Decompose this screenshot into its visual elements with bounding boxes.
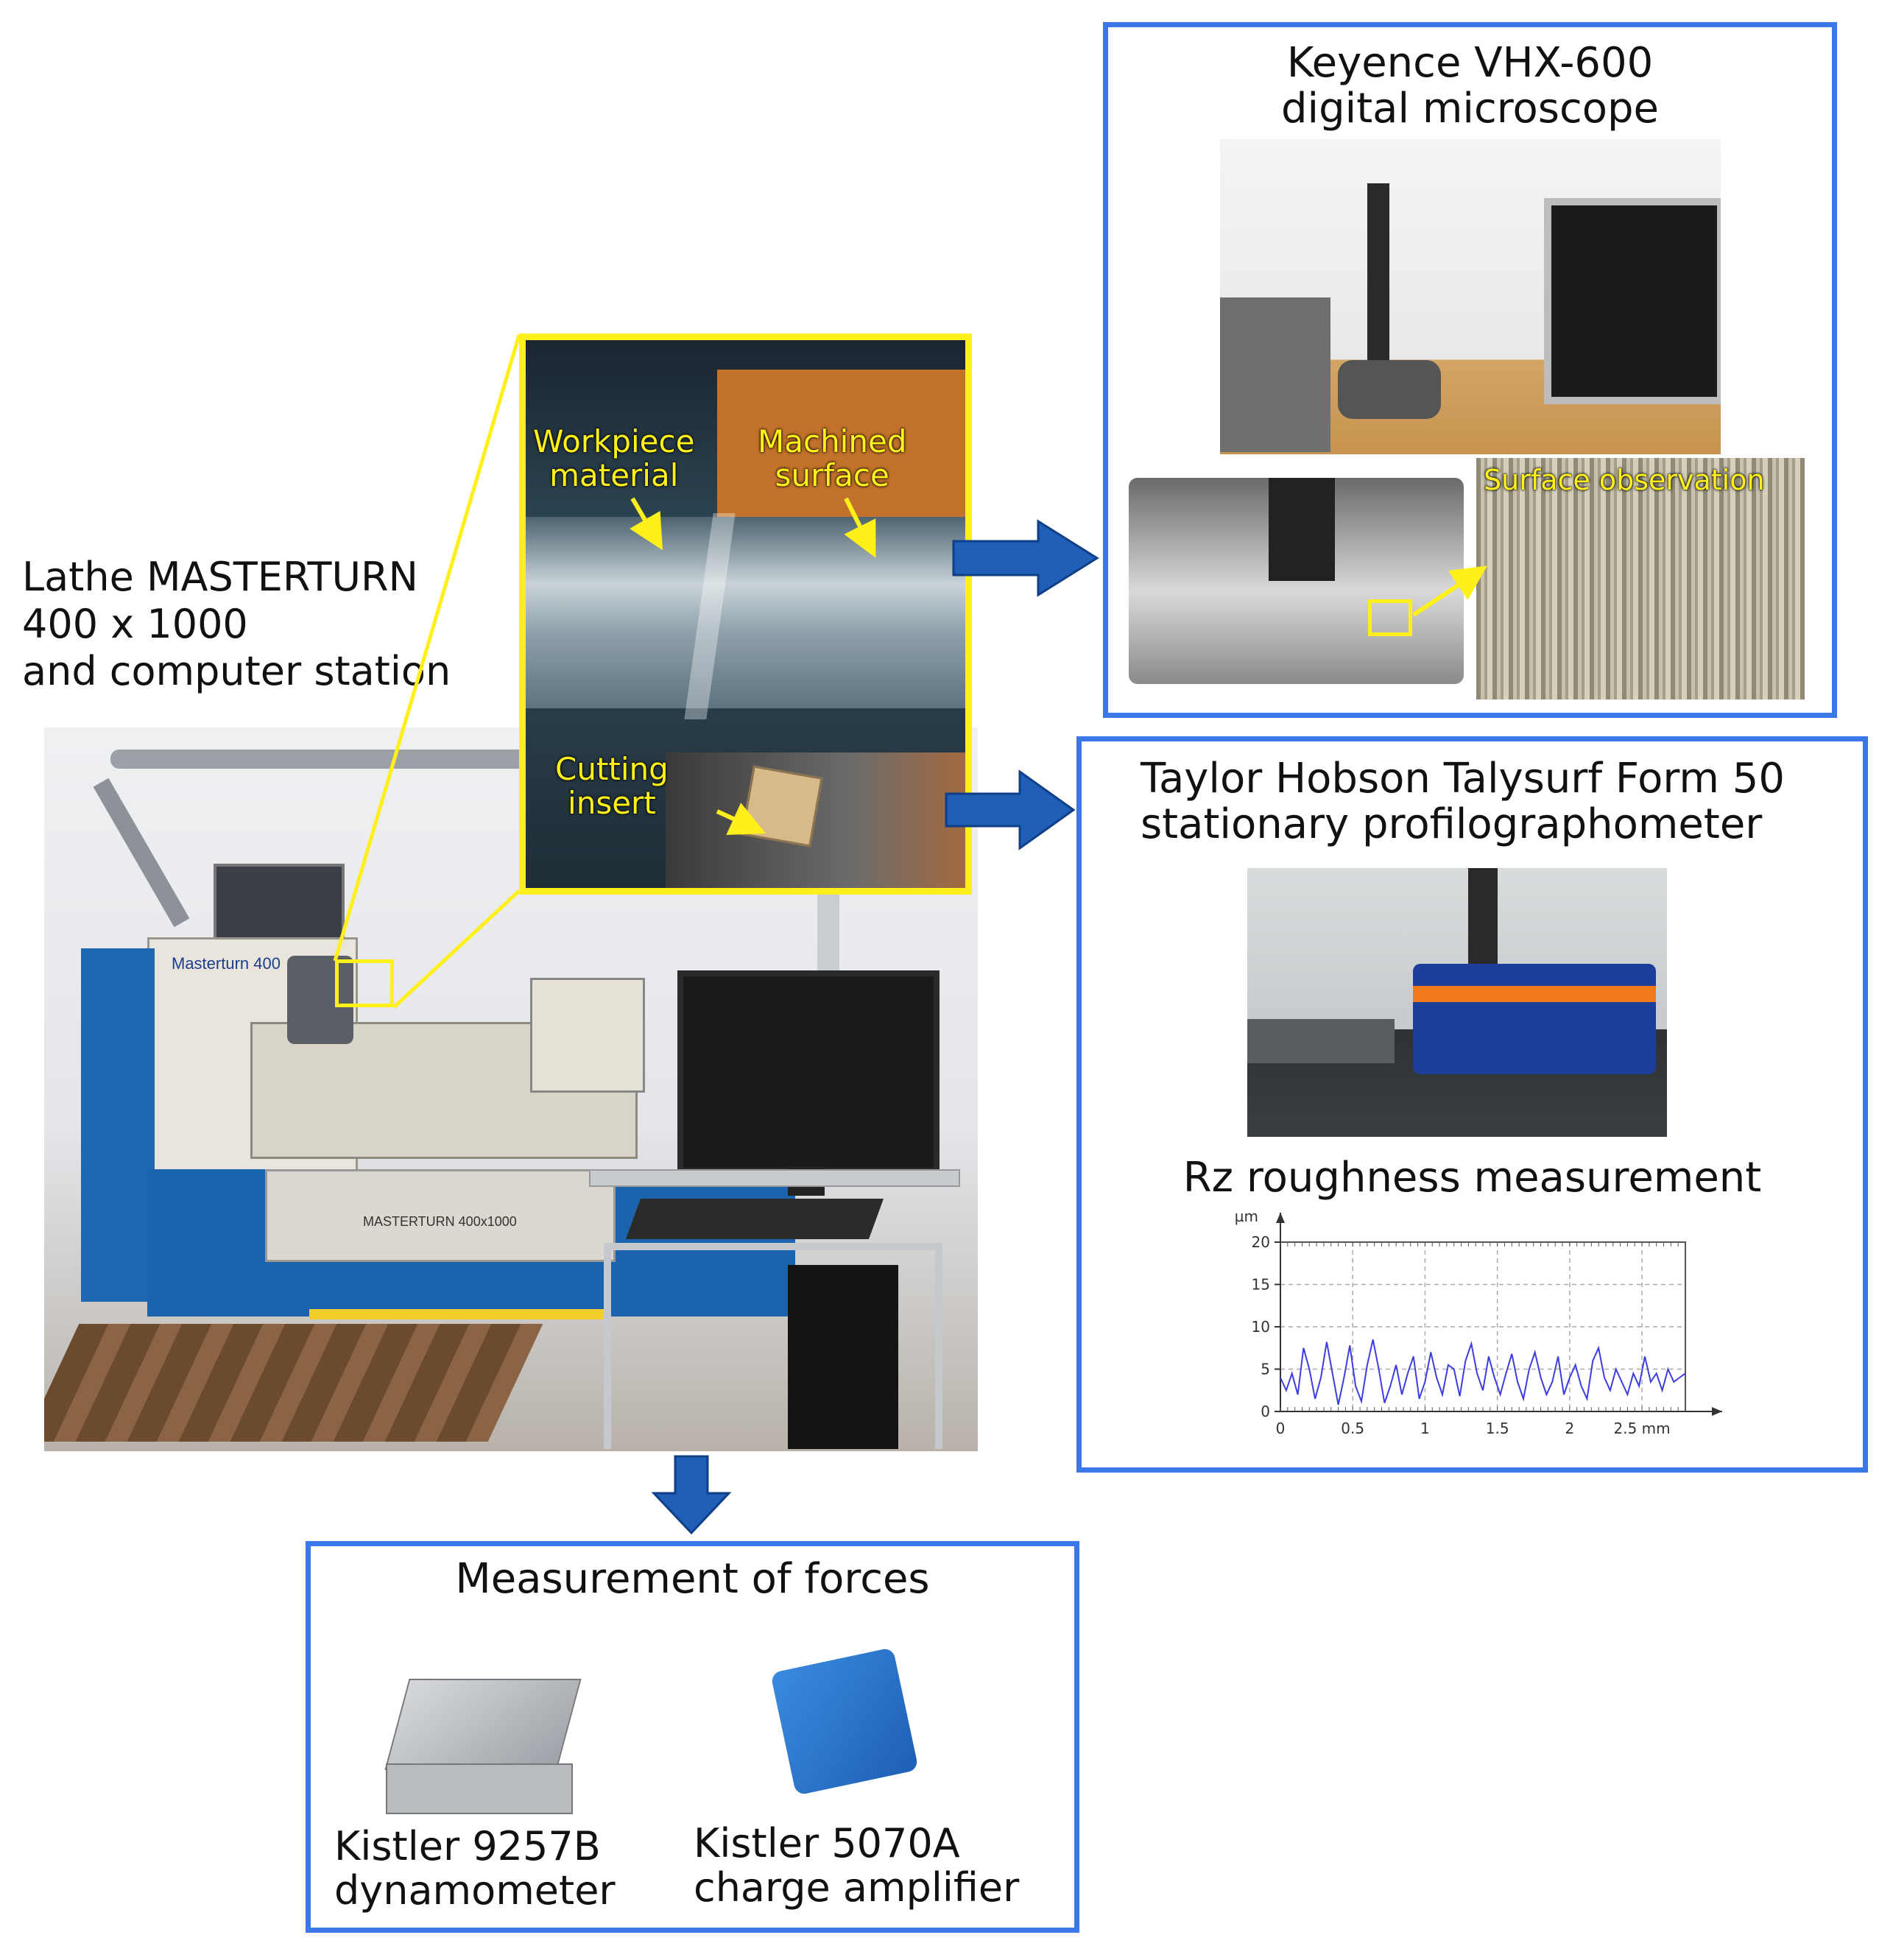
sample-photo — [1129, 478, 1464, 684]
microscope-box: Keyence VHX-600 digital microscope Surfa… — [1103, 22, 1837, 718]
profilometer-title-line-2: stationary profilographometer — [1141, 800, 1763, 848]
profilometer-subtitle: Rz roughness measurement — [1182, 1154, 1762, 1202]
microscope-monitor — [1544, 198, 1721, 404]
y-axis-label: µm — [1235, 1208, 1258, 1225]
lathe-bed-plate: MASTERTURN 400x1000 — [363, 1214, 517, 1229]
dynamometer-photo — [378, 1664, 585, 1819]
microscope-stand — [1367, 183, 1389, 360]
lathe-label-line-1: Lathe MASTERTURN — [22, 554, 418, 600]
roughness-chart: 0 0.5 1 1.5 2 2.5 mm 0 5 10 15 20 µm — [1235, 1208, 1722, 1437]
profilometer-head — [1413, 964, 1656, 1074]
machined-pointer — [844, 497, 876, 558]
microscope-title-line-1: Keyence VHX-600 — [1286, 39, 1654, 87]
insert-label-line-1: Cutting — [555, 751, 669, 787]
sample-highlight — [1368, 599, 1412, 636]
insert-label: Cutting insert — [555, 752, 669, 820]
amplifier-photo — [767, 1640, 937, 1795]
chart-plot: 0 0.5 1 1.5 2 2.5 mm 0 5 10 15 20 µm — [1235, 1208, 1722, 1437]
workpiece-label: Workpiece material — [533, 425, 694, 493]
machined-label: Machined surface — [758, 425, 906, 493]
workpiece-pointer — [630, 497, 663, 551]
observation-pointer-line — [1412, 565, 1487, 617]
microscope-title: Keyence VHX-600 digital microscope — [1108, 40, 1832, 132]
profilometer-box: Taylor Hobson Talysurf Form 50 stationar… — [1076, 736, 1868, 1473]
microscope-title-line-2: digital microscope — [1280, 85, 1660, 133]
lathe-plate: Masterturn 400 — [172, 954, 281, 973]
zoom-photo: Workpiece material Machined surface Cutt… — [519, 334, 972, 895]
lathe-chuck — [287, 956, 353, 1044]
x-tick-label: 2.5 mm — [1614, 1420, 1671, 1437]
lathe-label-line-2: 400 x 1000 — [22, 601, 248, 647]
y-tick-label: 0 — [1261, 1403, 1270, 1420]
lathe-bed-front: MASTERTURN 400x1000 — [265, 1169, 616, 1262]
feed-rod — [309, 1309, 604, 1319]
zoom-source-highlight — [335, 959, 394, 1007]
overhead-pipe — [110, 750, 567, 769]
lathe-label-line-3: and computer station — [22, 648, 451, 694]
y-tick-label: 20 — [1252, 1233, 1270, 1251]
desk-frame — [604, 1243, 942, 1449]
x-tick-label: 2 — [1565, 1420, 1574, 1437]
lathe-label: Lathe MASTERTURN 400 x 1000 and computer… — [22, 554, 451, 695]
observation-pointer — [1412, 565, 1487, 617]
dynamometer-label: Kistler 9257B dynamometer — [334, 1825, 616, 1913]
x-tick-label: 0.5 — [1341, 1420, 1364, 1437]
profilometer-stage — [1247, 1019, 1395, 1063]
arrow-to-profilometer — [945, 769, 1076, 850]
workpiece-label-line-1: Workpiece — [533, 423, 695, 459]
y-tick-label: 10 — [1252, 1318, 1270, 1336]
y-tick-label: 5 — [1261, 1361, 1270, 1378]
profilometer-photo — [1247, 868, 1667, 1137]
machined-label-line-2: surface — [775, 457, 889, 493]
dynamometer-label-line-1: Kistler 9257B — [334, 1823, 601, 1869]
y-tick-label: 15 — [1252, 1276, 1270, 1294]
callout-line-bottom — [392, 889, 521, 1009]
profilometer-title-line-1: Taylor Hobson Talysurf Form 50 — [1141, 755, 1785, 803]
machined-label-line-1: Machined — [758, 423, 907, 459]
tool-holder — [666, 752, 965, 888]
amplifier-body — [770, 1647, 919, 1795]
workpiece-cylinder — [526, 517, 965, 708]
dynamometer-top — [384, 1679, 582, 1770]
x-tick-label: 1 — [1420, 1420, 1430, 1437]
profilometer-title: Taylor Hobson Talysurf Form 50 stationar… — [1141, 756, 1785, 847]
computer-desk — [589, 1169, 960, 1187]
x-tick-label: 0 — [1276, 1420, 1286, 1437]
arrow-to-microscope — [952, 519, 1099, 597]
lathe-blue-body — [81, 948, 155, 1302]
monitor — [677, 970, 940, 1174]
tailstock — [530, 978, 645, 1093]
y-axis-arrow — [1276, 1213, 1285, 1223]
roughness-profile-line — [1280, 1339, 1686, 1406]
profilometer-orange-band — [1413, 986, 1656, 1002]
callout-line-top — [333, 334, 521, 962]
lens-barrel — [1269, 478, 1335, 581]
amplifier-label: Kistler 5070A charge amplifier — [694, 1822, 1019, 1910]
arrow-to-forces — [651, 1455, 732, 1535]
zoom-pointer-arrows — [630, 497, 876, 835]
forces-title: Measurement of forces — [455, 1555, 930, 1603]
pc-tower — [788, 1265, 898, 1449]
surface-observation-image: Surface observation — [1476, 458, 1805, 699]
dynamometer-label-line-2: dynamometer — [334, 1867, 616, 1914]
observation-label: Surface observation — [1484, 464, 1765, 496]
forces-box: Measurement of forces Kistler 9257B dyna… — [306, 1541, 1079, 1933]
bg-orange — [717, 370, 965, 539]
microscope-photo — [1220, 139, 1721, 454]
microscope-controller — [1220, 297, 1330, 452]
x-axis-arrow — [1712, 1407, 1722, 1416]
insert-label-line-2: insert — [568, 785, 656, 821]
amplifier-label-line-2: charge amplifier — [694, 1864, 1020, 1911]
amplifier-label-line-1: Kistler 5070A — [694, 1820, 960, 1866]
dynamometer-body — [386, 1763, 573, 1814]
insert-pointer — [716, 803, 766, 835]
x-tick-label: 1.5 — [1486, 1420, 1509, 1437]
workpiece-label-line-2: material — [549, 457, 679, 493]
microscope-base — [1338, 360, 1441, 419]
